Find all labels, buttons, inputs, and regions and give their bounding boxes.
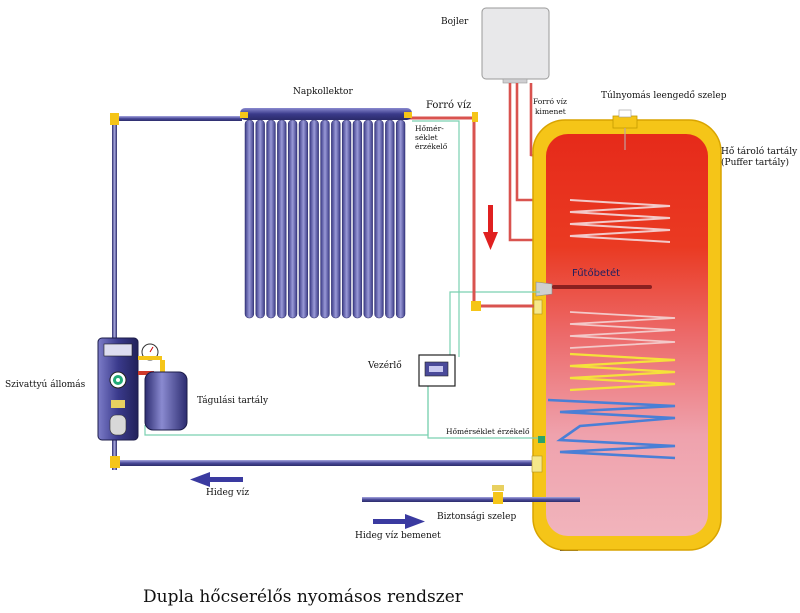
label-bojler: Bojler: [441, 17, 469, 27]
label-ho-tarolo-1: Hő tároló tartály: [721, 147, 798, 157]
collector-header: [240, 108, 412, 120]
label-ho-tarolo-2: (Puffer tartály): [721, 158, 789, 168]
storage-tank: [532, 109, 722, 551]
heat-exchanger-coil-upper: [569, 311, 676, 349]
label-biztonsagi-szelep: Biztonsági szelep: [437, 512, 517, 522]
hot-flow-arrow: [483, 205, 498, 250]
collector-tube: [244, 119, 255, 319]
collector-tube: [320, 119, 330, 319]
upper-coil: [569, 199, 671, 243]
collector-tube: [341, 119, 352, 319]
label-tulnyomas-szelep: Túlnyomás leengedő szelep: [601, 91, 727, 101]
sensor-wires: [144, 120, 540, 439]
cold-in-arrow: [373, 514, 425, 529]
collector-tube: [363, 119, 373, 319]
collector-tube: [309, 119, 319, 319]
label-homerseklet-bottom: Hőmérséklet érzékelő: [446, 427, 530, 436]
controller: [418, 354, 456, 387]
cold-return-inlet: [531, 455, 543, 473]
label-hideg-viz: Hideg víz: [206, 488, 250, 498]
collector-tube: [277, 119, 287, 319]
label-homerseklet-top-3: érzékelő: [415, 142, 448, 151]
collector-fitting: [240, 112, 248, 118]
hot-pipe-elbow: [471, 301, 481, 311]
label-forro-viz: Forró víz: [426, 100, 472, 111]
label-homerseklet-top-1: Hőmér-: [415, 124, 444, 133]
collector-tube: [374, 119, 384, 319]
label-napkollektor: Napkollektor: [293, 87, 353, 97]
label-hideg-viz-bemenet: Hideg víz bemenet: [355, 531, 441, 541]
boiler: [481, 7, 550, 84]
collector-tube: [298, 119, 309, 319]
expansion-tank: [144, 360, 188, 431]
collector-fitting: [404, 112, 412, 118]
return-pipe: [110, 113, 536, 470]
label-forro-viz-kimenet-2: kimenet: [535, 107, 566, 116]
collector-tube: [255, 119, 265, 319]
heat-exchanger-coil-blue: [547, 398, 676, 460]
heat-exchanger-coil-yellow: [569, 352, 676, 392]
hot-pipe: [408, 116, 538, 308]
collector-tube: [266, 119, 276, 319]
label-vezerlo: Vezérlő: [368, 361, 402, 371]
label-tagulasi-tartaly: Tágulási tartály: [197, 396, 269, 406]
hot-pipe-inlet: [533, 299, 543, 315]
diagram-title: Dupla hőcserélős nyomásos rendszer: [143, 587, 463, 607]
pump-station: [97, 337, 162, 441]
collector-tube: [395, 119, 406, 319]
hot-pipe-fitting: [472, 112, 478, 122]
solar-collector: [240, 108, 412, 319]
collector-tube: [352, 119, 363, 319]
cold-inlet-pipe: [362, 485, 580, 504]
collector-tube: [287, 119, 298, 319]
label-forro-viz-kimenet-1: Forró víz: [533, 97, 567, 106]
collector-tube: [385, 119, 395, 319]
label-homerseklet-top-2: séklet: [415, 133, 438, 142]
cold-out-arrow: [190, 472, 243, 487]
sensor-bottom: [538, 436, 545, 443]
label-szivattyu-allomas: Szivattyú állomás: [5, 380, 86, 390]
label-futobetet: Fűtőbetét: [572, 268, 621, 279]
collector-tube: [331, 119, 341, 319]
